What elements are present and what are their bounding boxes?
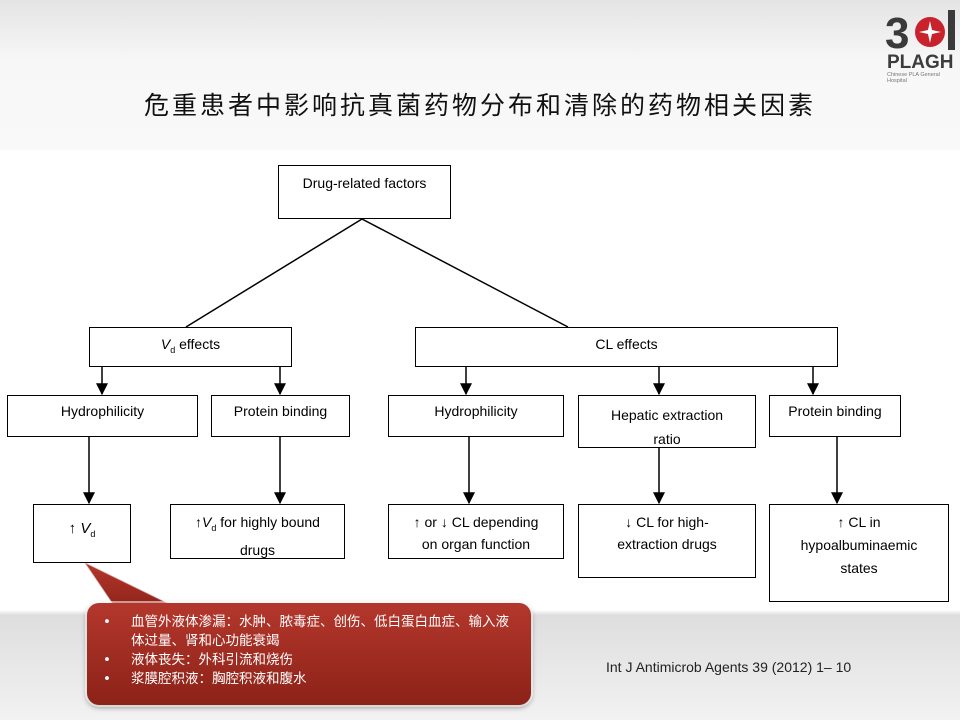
diagram-connectors [83,218,843,505]
root-label: Drug-related factors [302,175,427,191]
vd-effects-box: Vd effects [89,327,292,367]
citation: Int J Antimicrob Agents 39 (2012) 1– 10 [606,659,852,675]
cl-hydrophilicity-label: Hydrophilicity [434,403,518,419]
callout-list: 血管外液体渗漏：水肿、脓毒症、创伤、低白蛋白血症、输入液体过量、肾和心功能衰竭 … [97,613,519,689]
outcome-vd-bound-sub: d [211,522,217,533]
hospital-logo: 3 [885,9,955,58]
callout-item: 浆膜腔积液：胸腔积液和腹水 [97,670,519,689]
outcome-vd-up-box: ↑ Vd [33,504,131,563]
outcome-vd-bound-symbol: V [202,514,212,530]
vd-hydrophilicity-label: Hydrophilicity [60,403,145,419]
outcome-cl-hypo-box: ↑ CL in hypoalbuminaemic states [769,504,949,602]
vd-effects-sub: d [170,344,176,355]
cl-hydrophilicity-box: Hydrophilicity [388,395,564,437]
outcome-vd-up-sub: d [90,529,96,539]
outcome-cl-hypo-line2: hypoalbuminaemic [800,537,918,553]
outcome-vd-bound-line1: for highly bound [216,514,320,530]
cl-protein-binding-label: Protein binding [788,403,882,419]
vd-effects-symbol: V [160,336,171,352]
outcome-cl-organ-line1: ↑ or ↓ CL depending [413,514,539,530]
outcome-cl-organ-box: ↑ or ↓ CL depending on organ function [388,504,564,559]
logo-digit-3: 3 [885,9,909,58]
logo-name: PLAGH [887,52,954,73]
outcome-vd-bound-line2: drugs [239,541,276,558]
outcome-vd-up-symbol: V [80,520,91,537]
callout-box: 血管外液体渗漏：水肿、脓毒症、创伤、低白蛋白血症、输入液体过量、肾和心功能衰竭 … [87,603,531,705]
cl-protein-binding-box: Protein binding [769,395,901,437]
cl-effects-label: CL effects [595,336,658,352]
vd-hydrophilicity-box: Hydrophilicity [7,395,198,437]
vd-effects-label: effects [175,336,221,352]
root-box: Drug-related factors [278,165,451,219]
slide-title: 危重患者中影响抗真菌药物分布和清除的药物相关因素 [143,91,816,120]
logo-digit-1 [948,10,955,50]
outcome-vd-bound-box: ↑Vd for highly bound drugs [170,504,345,559]
outcome-cl-high-line2: extraction drugs [617,536,717,552]
callout-item: 液体丧失：外科引流和烧伤 [97,651,519,670]
cl-effects-box: CL effects [415,327,838,367]
connector-root-vd [185,218,363,328]
vd-protein-binding-label: Protein binding [233,403,328,419]
outcome-cl-high-box: ↓ CL for high- extraction drugs [578,504,756,578]
callout-item: 血管外液体渗漏：水肿、脓毒症、创伤、低白蛋白血症、输入液体过量、肾和心功能衰竭 [97,613,519,651]
connector-root-cl [361,218,569,328]
star-icon [919,21,941,43]
outcome-vd-bound-prefix: ↑ [195,514,203,530]
outcome-cl-high-line1: ↓ CL for high- [625,514,709,530]
logo-subtitle: Chinese PLA General Hospital [887,72,940,84]
outcome-cl-hypo-line1: ↑ CL in [837,514,881,530]
vd-protein-binding-box: Protein binding [211,395,350,437]
cl-hepatic-box: Hepatic extraction ratio [578,395,756,448]
outcome-vd-up-arrow: ↑ [68,520,77,537]
outcome-cl-hypo-line3: states [840,560,878,576]
outcome-cl-organ-line2: on organ function [421,536,531,552]
cl-hepatic-label: Hepatic extraction ratio [610,407,724,447]
